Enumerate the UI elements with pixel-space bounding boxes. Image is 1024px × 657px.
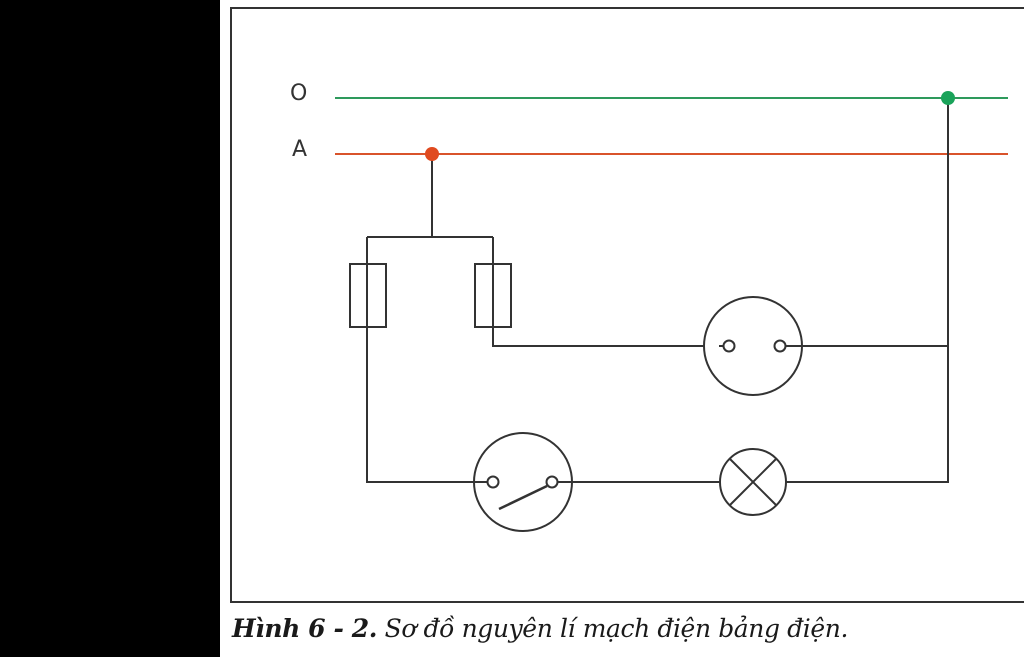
neutral-line-label: O [290,81,307,106]
neutral-return-wire [786,98,949,483]
phase-junction-node [425,147,439,161]
phase-line-label: A [292,137,307,162]
page-background [220,0,1024,657]
fuse-left [349,263,387,328]
switch [473,432,573,532]
caption-text: Sơ đồ nguyên lí mạch điện bảng điện. [384,614,849,643]
black-margin [0,0,220,657]
socket-outlet [703,296,803,396]
neutral-junction-node [941,91,955,105]
diagram-frame [230,7,1024,603]
figure-caption: Hình 6 - 2. Sơ đồ nguyên lí mạch điện bả… [232,614,848,643]
lamp [719,448,787,516]
figure-number: Hình 6 - 2. [232,614,378,643]
phase-drop-wire [367,154,493,238]
fuse-right [474,263,512,328]
lighting-branch-wire [366,237,474,483]
socket-branch-wire [492,237,719,347]
